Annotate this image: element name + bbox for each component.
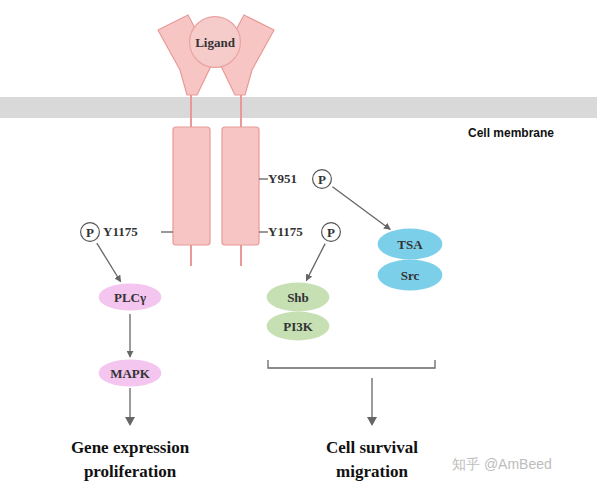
node-text: P xyxy=(318,173,326,186)
protein-ellipse: Shb xyxy=(266,282,330,312)
node-text: P xyxy=(327,226,335,239)
residue-label: Y951 xyxy=(268,171,313,187)
signal-arrow xyxy=(306,244,325,281)
signal-arrow xyxy=(129,314,130,357)
node-text: Shb xyxy=(287,291,309,304)
protein-ellipse: TSA xyxy=(377,228,443,260)
receptor-tail xyxy=(240,245,242,266)
residue-label: Y1175 xyxy=(268,224,326,240)
transmembrane-segment xyxy=(190,95,192,127)
outcome-arrow-shaft xyxy=(371,378,372,418)
residue-tick xyxy=(259,231,268,232)
cell-membrane-band xyxy=(0,97,597,118)
outcome-arrow-head xyxy=(125,417,135,426)
node-ellipse xyxy=(99,284,162,311)
outcome-arrow-head xyxy=(367,417,377,426)
node-text: PLCγ xyxy=(114,291,146,304)
receptor-tail xyxy=(190,245,192,266)
protein-ellipse: PLCγ xyxy=(98,283,162,311)
outcome-text: Gene expression proliferation xyxy=(55,436,205,484)
node-text: Src xyxy=(401,269,420,282)
node-ellipse xyxy=(378,260,443,291)
residue-label: Y1175 xyxy=(103,224,161,240)
node-ellipse xyxy=(81,223,100,242)
ligand-circle: Ligand xyxy=(189,16,241,68)
outcome-text: Cell survival migration xyxy=(310,436,434,484)
residue-tick xyxy=(259,178,268,179)
signal-arrow xyxy=(332,187,390,230)
node-ellipse xyxy=(267,312,330,341)
node-ellipse xyxy=(378,229,443,260)
node-text: Ligand xyxy=(195,36,235,49)
receptor-intracellular-domain xyxy=(222,127,259,245)
outcome-arrow-shaft xyxy=(129,388,130,418)
protein-ellipse: PI3K xyxy=(266,311,330,341)
transmembrane-segment xyxy=(240,95,242,127)
node-ellipse xyxy=(99,360,162,387)
membrane-label: Cell membrane xyxy=(468,125,597,141)
node-ellipse xyxy=(313,170,332,189)
phospho-circle: P xyxy=(80,222,100,242)
node-text: TSA xyxy=(397,238,422,251)
node-text: PI3K xyxy=(283,320,313,333)
merge-bracket xyxy=(268,360,435,368)
phospho-circle: P xyxy=(312,169,332,189)
receptor-intracellular-domain xyxy=(173,127,210,245)
residue-tick xyxy=(161,231,173,232)
protein-ellipse: Src xyxy=(377,259,443,291)
watermark: 知乎 @AmBeed xyxy=(452,455,597,473)
signal-arrow xyxy=(97,243,121,282)
node-ellipse xyxy=(190,17,241,68)
protein-ellipse: MAPK xyxy=(98,359,162,387)
phospho-circle: P xyxy=(321,222,341,242)
node-text: P xyxy=(86,226,94,239)
node-text: MAPK xyxy=(110,367,150,380)
node-ellipse xyxy=(267,283,330,312)
node-ellipse xyxy=(322,223,341,242)
